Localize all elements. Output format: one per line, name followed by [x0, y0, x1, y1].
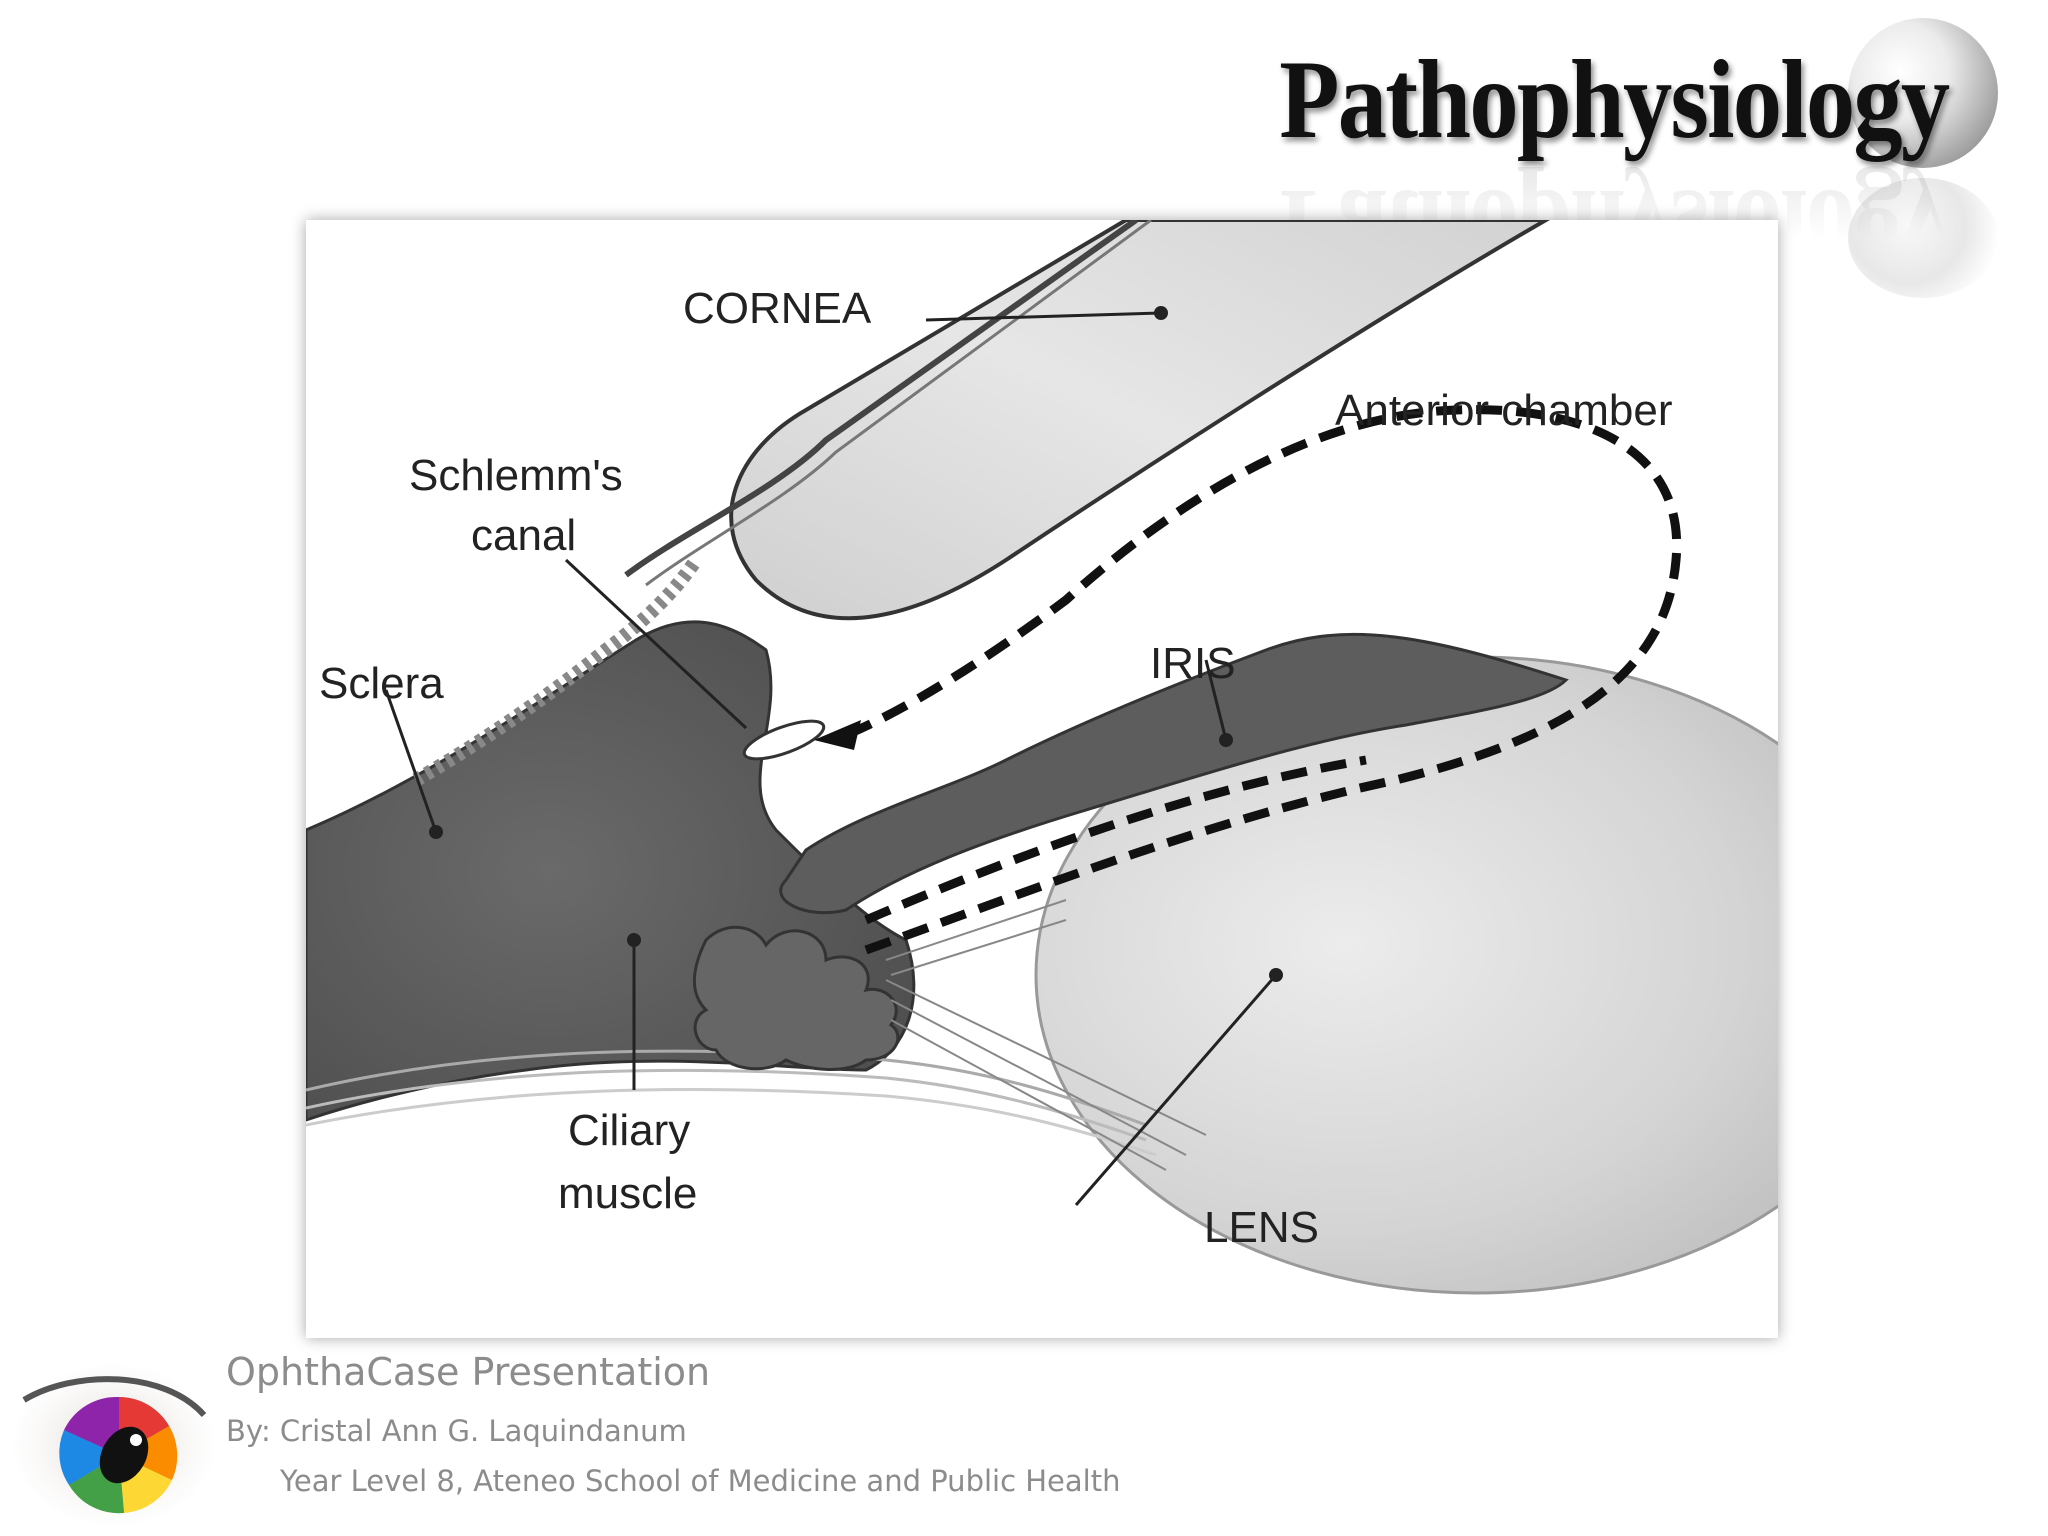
zonule-fiber-3	[890, 1019, 1167, 1171]
ciliary-leader-dot	[627, 933, 641, 947]
zonule-fiber-5	[890, 919, 1067, 976]
footer-author: By: Cristal Ann G. Laquindanum	[226, 1414, 687, 1448]
sclera-inner-stripe-3	[306, 1087, 1157, 1157]
title-orb-icon	[1848, 18, 1998, 168]
sclera-inner-stripe-2	[306, 1068, 1147, 1142]
schlemms-canal-shape	[742, 719, 826, 761]
iris-leader-dot	[1219, 733, 1233, 747]
cornea-leader-dot	[1154, 306, 1168, 320]
sclera-leader	[384, 689, 438, 833]
sclera-leader-dot	[429, 825, 443, 839]
footer-presentation-title: OphthaCase Presentation	[226, 1350, 711, 1394]
eye-anatomy-diagram: CORNEA Anterior chamber Schlemm's canal …	[306, 220, 1778, 1338]
footer-affiliation: Year Level 8, Ateneo School of Medicine …	[280, 1464, 1121, 1498]
flow-arrow-icon	[814, 720, 861, 750]
cornea-shape	[729, 220, 1550, 621]
lens-leader-dot	[1269, 968, 1283, 982]
schlemms-leader	[564, 558, 748, 730]
eye-logo-icon	[14, 1360, 214, 1530]
title-area: Pathophysiology Pathophysiology	[1178, 18, 1998, 298]
iris-leader	[1204, 659, 1228, 741]
aqueous-flow-path	[844, 405, 1682, 955]
zonule-fiber-4	[885, 899, 1067, 961]
label-ciliary-muscle-line1: Ciliary	[568, 1106, 690, 1155]
aqueous-flow-path-inner	[864, 755, 1367, 925]
label-anterior-chamber: Anterior chamber	[1335, 386, 1672, 435]
label-schlemms-canal-line1: Schlemm's	[409, 451, 623, 500]
zonule-fiber-1	[885, 979, 1207, 1136]
sclera-outer-edge	[412, 556, 702, 787]
cornea-outer-membrane	[624, 220, 1138, 578]
label-lens: LENS	[1204, 1203, 1319, 1252]
label-ciliary-muscle-line2: muscle	[558, 1169, 697, 1218]
zonule-fiber-2	[890, 999, 1187, 1156]
cornea-leader	[925, 311, 1162, 322]
label-sclera: Sclera	[319, 659, 444, 708]
lens-leader	[1074, 974, 1278, 1206]
cornea-outer-membrane-2	[645, 220, 1152, 587]
label-schlemms-canal-line2: canal	[471, 511, 576, 560]
label-cornea: CORNEA	[683, 284, 872, 333]
iris-shape	[779, 632, 1569, 915]
title-orb-reflection	[1848, 178, 1998, 298]
ciliary-processes	[692, 925, 900, 1071]
label-iris: IRIS	[1150, 639, 1236, 688]
slide-title: Pathophysiology	[1278, 38, 1950, 162]
